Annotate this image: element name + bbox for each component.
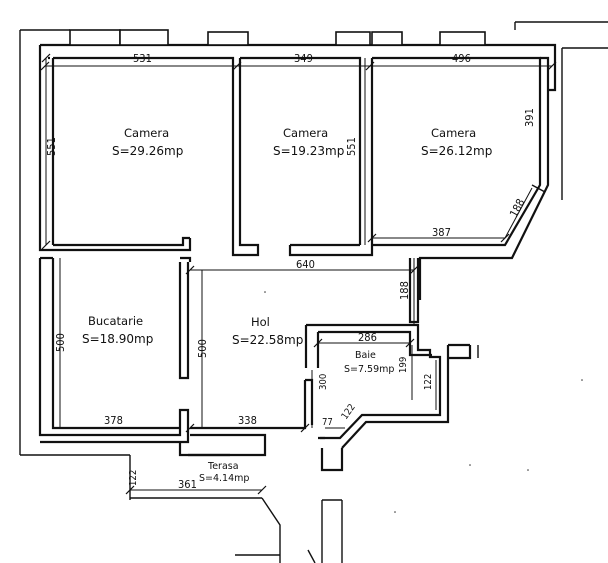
window-top-6 [439, 31, 486, 46]
dim-hol-width: 640 [296, 258, 315, 271]
room-2-area: S=19.23mp [273, 144, 344, 158]
room-hol [188, 258, 420, 457]
dim-terasa-width: 361 [178, 478, 197, 491]
window-top-2 [119, 29, 169, 46]
top-wall [38, 29, 557, 245]
dim-bucatarie-height: 500 [54, 333, 67, 352]
room-4-area: S=18.90mp [82, 332, 153, 346]
dim-room1-height: 551 [45, 137, 58, 156]
window-top-1 [69, 29, 121, 46]
window-top-4 [335, 31, 371, 46]
room-camera-3 [372, 56, 550, 300]
room-5-area: S=22.58mp [232, 333, 303, 347]
dim-room3-bottom: 387 [432, 226, 451, 239]
scan-specks [264, 291, 583, 513]
room-6-name: Baie [355, 350, 376, 361]
room-1-name: Camera [124, 126, 169, 140]
dim-hol-side: 188 [398, 281, 411, 300]
dim-baie-bottom: 77 [322, 417, 333, 428]
dim-hol-height: 500 [196, 339, 209, 358]
terasa [129, 455, 343, 563]
room-7-area: S=4.14mp [199, 473, 249, 484]
dim-baie-right: 199 [398, 357, 409, 373]
dimension-lines [40, 53, 557, 498]
room-2-name: Camera [283, 126, 328, 140]
dim-baie-width: 286 [358, 331, 377, 344]
dim-room1-width: 531 [133, 52, 152, 65]
room-5-name: Hol [251, 315, 270, 329]
dim-baie-diag: 122 [339, 402, 357, 422]
room-7-name: Terasa [207, 461, 239, 472]
dim-room2-width: 349 [294, 52, 313, 65]
room-6-area: S=7.59mp [344, 364, 394, 375]
dim-hol-bottom: 338 [238, 414, 257, 427]
room-labels: Camera S=29.26mp Camera S=19.23mp Camera… [82, 126, 492, 484]
room-3-name: Camera [431, 126, 476, 140]
window-top-3 [207, 31, 249, 46]
room-camera-2 [240, 56, 374, 257]
dim-baie-left: 300 [318, 374, 329, 390]
window-top-5 [371, 31, 403, 46]
dim-terasa-height: 122 [128, 470, 139, 486]
room-baie [304, 323, 479, 472]
dim-bucatarie-bottom: 378 [104, 414, 123, 427]
room-4-name: Bucatarie [88, 314, 143, 328]
dim-room2-height: 551 [345, 137, 358, 156]
dim-room3-width: 496 [452, 52, 471, 65]
dim-room3-diag: 188 [507, 197, 527, 220]
room-1-area: S=29.26mp [112, 144, 183, 158]
dimension-labels: 531 349 496 551 551 391 387 188 640 188 … [45, 52, 536, 491]
room-camera-1 [38, 56, 260, 257]
room-3-area: S=26.12mp [421, 144, 492, 158]
dim-room3-side: 391 [523, 108, 536, 127]
dim-baie-side: 122 [423, 374, 434, 390]
outer-walls [19, 21, 608, 456]
